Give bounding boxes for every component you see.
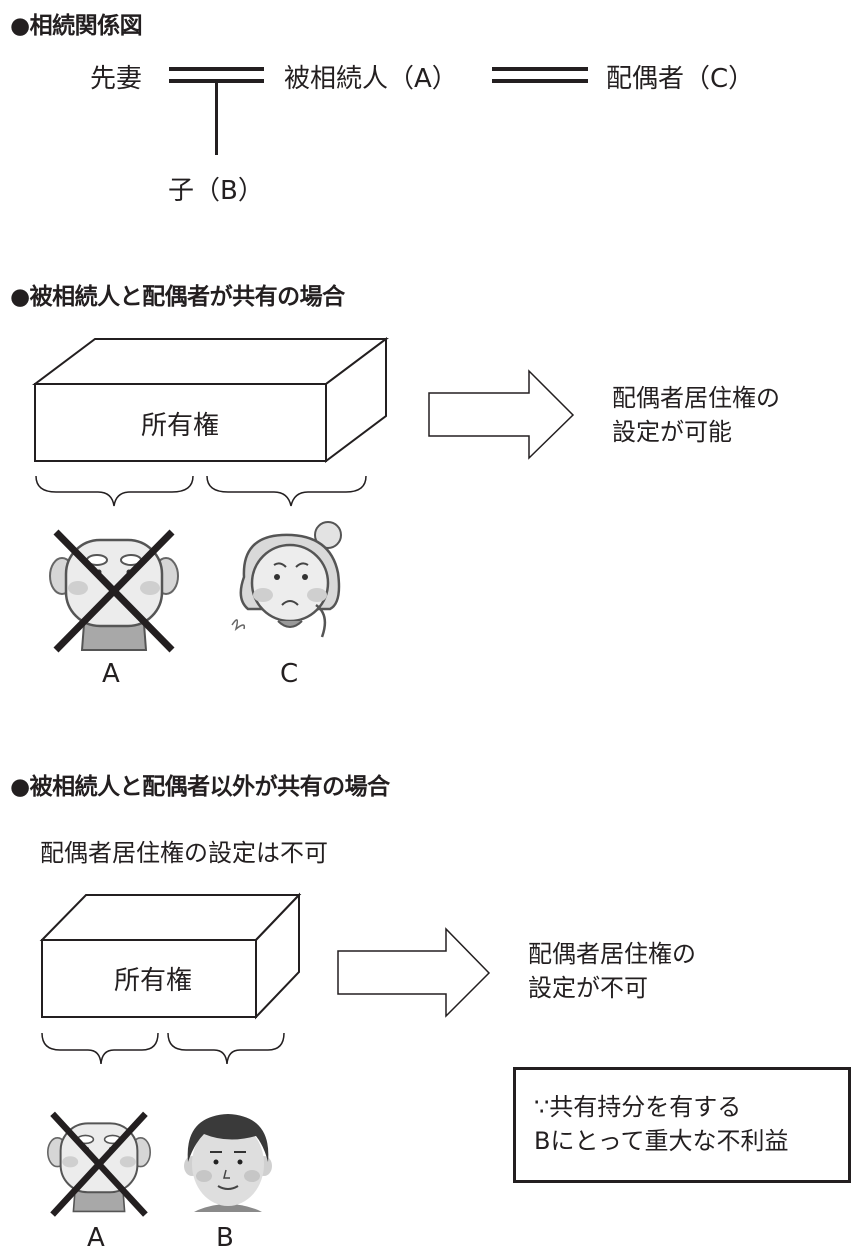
arrow-right-2 bbox=[337, 927, 491, 1018]
marriage-line-spouse bbox=[492, 67, 588, 83]
marriage-line-former bbox=[169, 67, 264, 83]
ownership-box-1 bbox=[32, 337, 389, 463]
brace-left-1 bbox=[35, 475, 194, 507]
note-line-1: ∵共有持分を有する bbox=[534, 1093, 742, 1121]
arrow-right-1 bbox=[428, 369, 575, 460]
child-label: 子（B） bbox=[168, 176, 264, 206]
brace-right-2 bbox=[167, 1032, 285, 1065]
elderly-man-icon-a1 bbox=[49, 529, 179, 653]
note-line-2: Bにとって重大な不利益 bbox=[534, 1127, 789, 1155]
former-wife-label: 先妻 bbox=[90, 64, 143, 94]
descent-line-child bbox=[215, 81, 218, 155]
person-label-c: C bbox=[280, 659, 299, 689]
elderly-woman-icon-c bbox=[231, 521, 342, 638]
ownership-label-1: 所有権 bbox=[141, 411, 220, 441]
young-man-icon-b bbox=[184, 1114, 272, 1212]
heading-family-relationship: ●相続関係図 bbox=[10, 13, 143, 39]
result-line-1: 配偶者居住権の bbox=[612, 384, 780, 412]
result-line-1: 配偶者居住権の bbox=[528, 940, 696, 968]
heading-co-owned-with-spouse: ●被相続人と配偶者が共有の場合 bbox=[10, 284, 345, 310]
result-line-2: 設定が可能 bbox=[612, 418, 732, 446]
person-label-a2: A bbox=[87, 1223, 105, 1253]
result-line-2: 設定が不可 bbox=[528, 974, 648, 1002]
elderly-man-icon-a2 bbox=[46, 1111, 152, 1217]
heading-co-owned-with-other: ●被相続人と配偶者以外が共有の場合 bbox=[10, 774, 390, 800]
ownership-box-2 bbox=[39, 892, 302, 1020]
decedent-label: 被相続人（A） bbox=[284, 64, 458, 94]
ownership-label-2: 所有権 bbox=[114, 966, 193, 996]
subheading-not-possible: 配偶者居住権の設定は不可 bbox=[40, 839, 328, 867]
brace-left-2 bbox=[41, 1032, 159, 1065]
result-text-not-possible: 配偶者居住権の 設定が不可 bbox=[528, 937, 696, 1005]
person-label-b: B bbox=[216, 1223, 234, 1253]
spouse-label: 配偶者（C） bbox=[606, 64, 755, 94]
reason-note-box: ∵共有持分を有する Bにとって重大な不利益 bbox=[513, 1067, 851, 1183]
result-text-possible: 配偶者居住権の 設定が可能 bbox=[612, 381, 780, 449]
person-label-a1: A bbox=[102, 659, 120, 689]
brace-right-1 bbox=[206, 475, 367, 507]
